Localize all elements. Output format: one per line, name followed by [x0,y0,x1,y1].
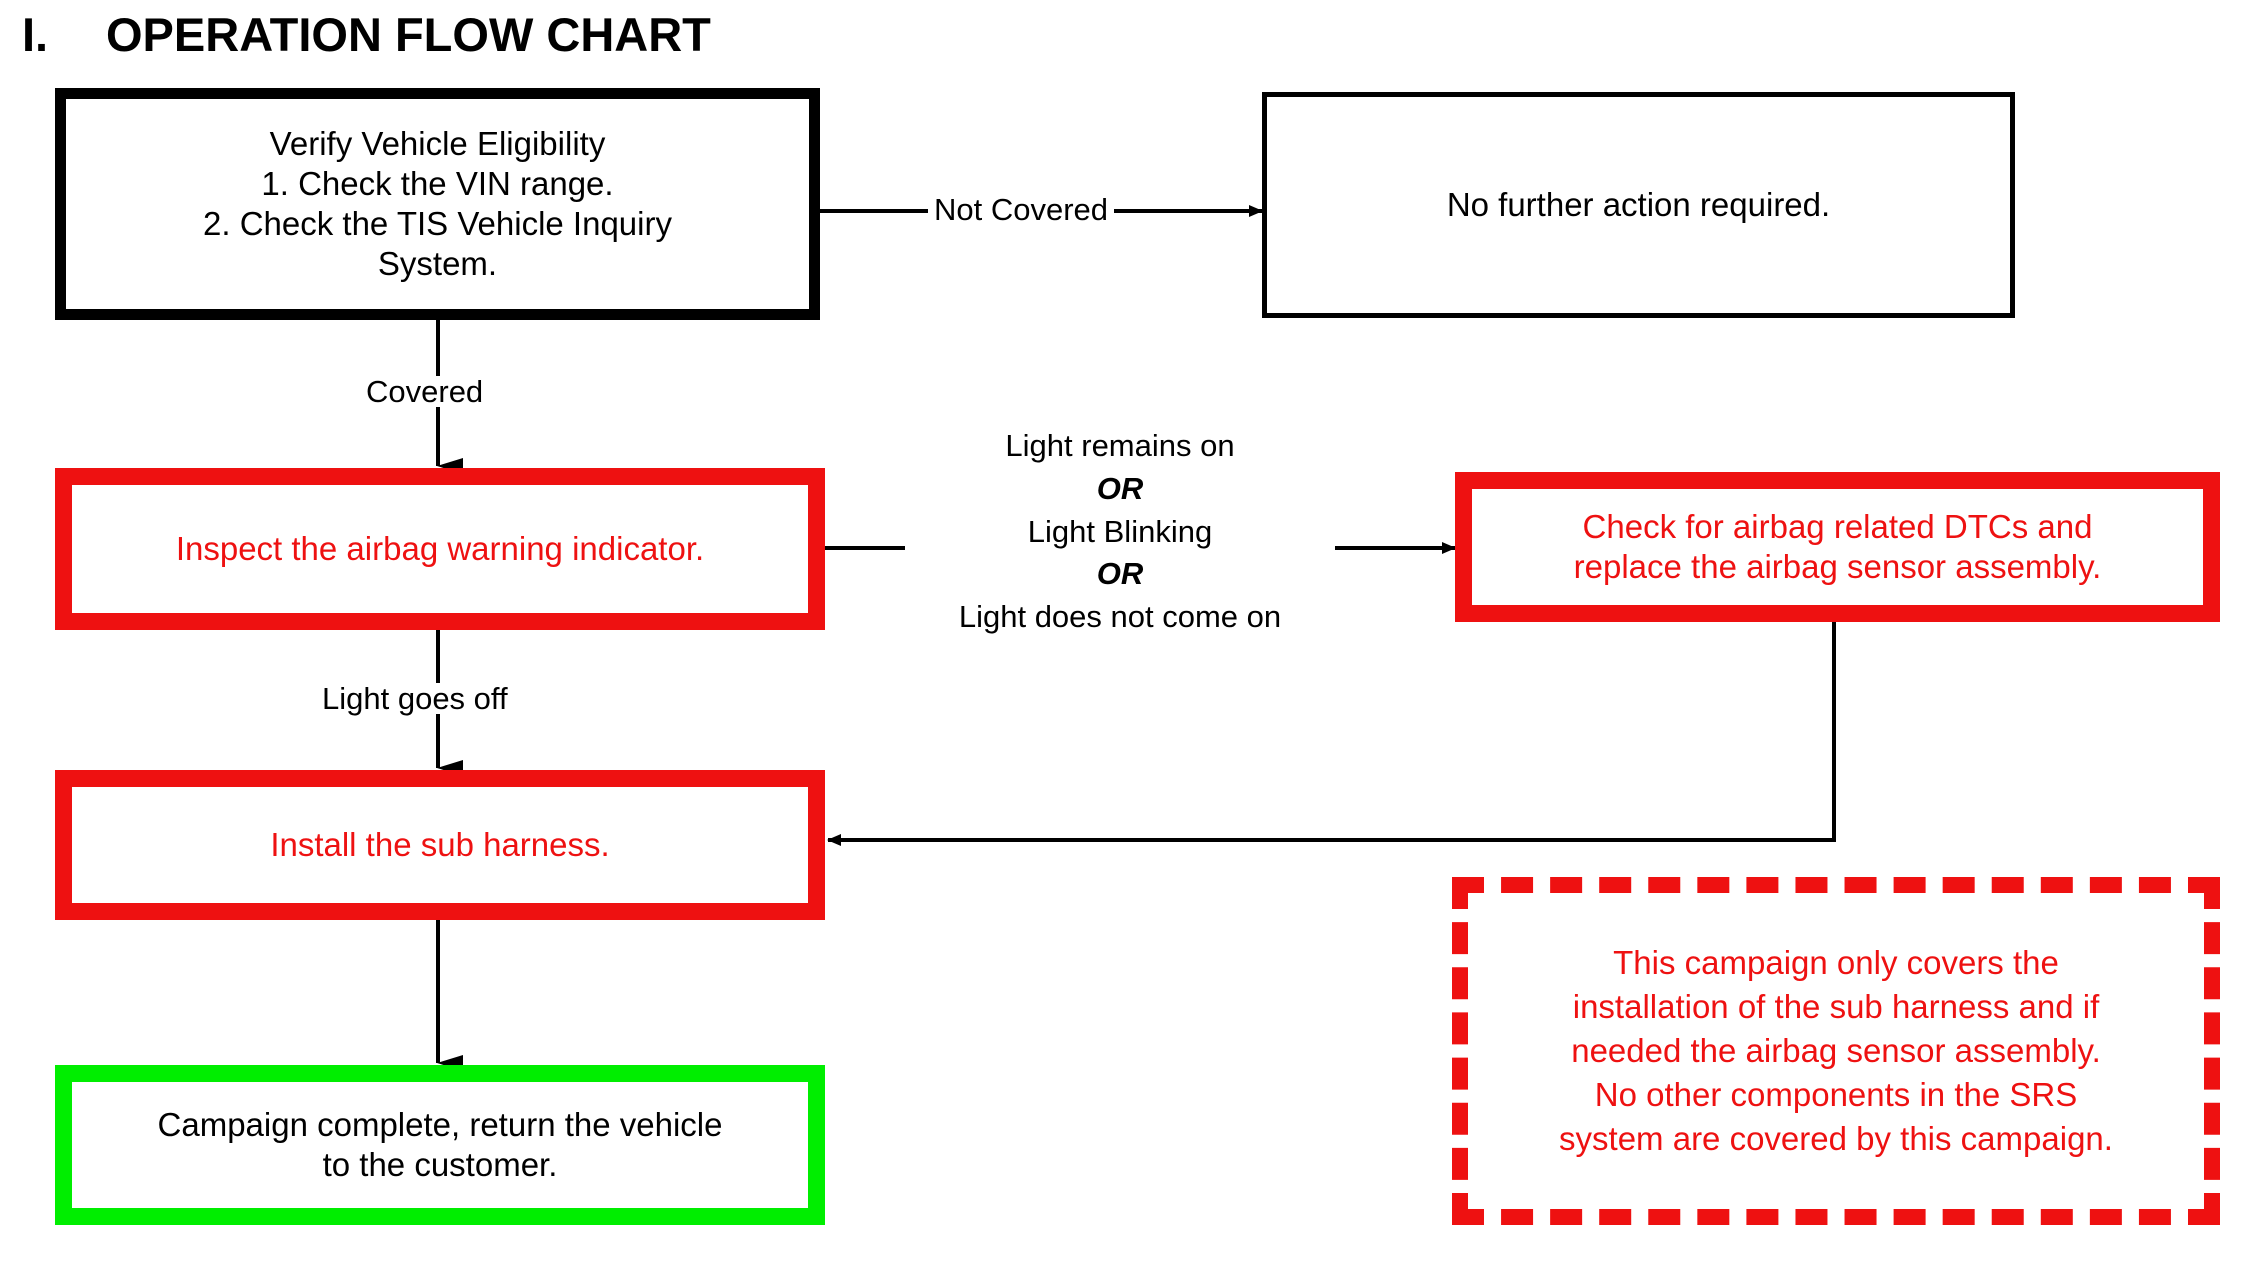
note-campaign-scope-text: This campaign only covers the installati… [1468,941,2204,1160]
note-line-1: This campaign only covers the [1613,944,2059,982]
complete-line-1: Campaign complete, return the vehicle [157,1105,723,1143]
node-install-sub-harness[interactable]: Install the sub harness. [55,770,825,920]
check-dtc-line-2: replace the airbag sensor assembly. [1573,548,2102,585]
node-no-further-action-text: No further action required. [1446,185,1831,223]
page-title: I. OPERATION FLOW CHART [22,6,922,62]
node-inspect-text: Inspect the airbag warning indicator. [175,529,705,567]
node-verify-vehicle-eligibility[interactable]: Verify Vehicle Eligibility 1. Check the … [55,88,820,320]
node-no-further-action[interactable]: No further action required. [1262,92,2015,318]
condition-or-1: OR [1096,470,1144,506]
node-check-dtcs[interactable]: Check for airbag related DTCs and replac… [1455,472,2220,622]
edge-label-covered: Covered [360,376,490,407]
condition-line-2: Light Blinking [1027,513,1213,549]
note-line-2: installation of the sub harness and if [1572,988,2100,1026]
node-check-dtcs-text: Check for airbag related DTCs and replac… [1472,507,2203,588]
node-campaign-complete[interactable]: Campaign complete, return the vehicle to… [55,1065,825,1225]
node-install-text: Install the sub harness. [270,825,610,863]
note-campaign-scope: This campaign only covers the installati… [1452,877,2220,1225]
condition-line-1: Light remains on [1005,428,1235,463]
edge-label-not-covered: Not Covered [928,194,1115,225]
edge-label-light-goes-off: Light goes off [316,683,514,714]
condition-or-2: OR [1096,556,1144,592]
node-inspect-airbag-indicator[interactable]: Inspect the airbag warning indicator. [55,468,825,630]
title-text: OPERATION FLOW CHART [106,7,711,61]
node-verify-text: Verify Vehicle Eligibility 1. Check the … [66,124,809,285]
condition-line-3: Light does not come on [958,599,1282,635]
node-campaign-complete-text: Campaign complete, return the vehicle to… [72,1105,808,1186]
note-line-3: needed the airbag sensor assembly. [1571,1032,2101,1070]
title-numeral: I. [22,7,49,61]
wire-dtc-to-install [827,622,1836,846]
verify-line-4: System. [377,245,498,283]
note-line-4: No other components in the SRS [1594,1075,2078,1113]
verify-line-3: 2. Check the TIS Vehicle Inquiry [203,205,672,242]
note-line-5: system are covered by this campaign. [1559,1119,2113,1157]
edge-label-light-conditions: Light remains on OR Light Blinking OR Li… [905,425,1335,639]
complete-line-2: to the customer. [322,1146,558,1183]
verify-line-1: Verify Vehicle Eligibility [269,124,606,162]
check-dtc-line-1: Check for airbag related DTCs and [1582,507,2093,545]
verify-line-2: 1. Check the VIN range. [261,164,614,202]
